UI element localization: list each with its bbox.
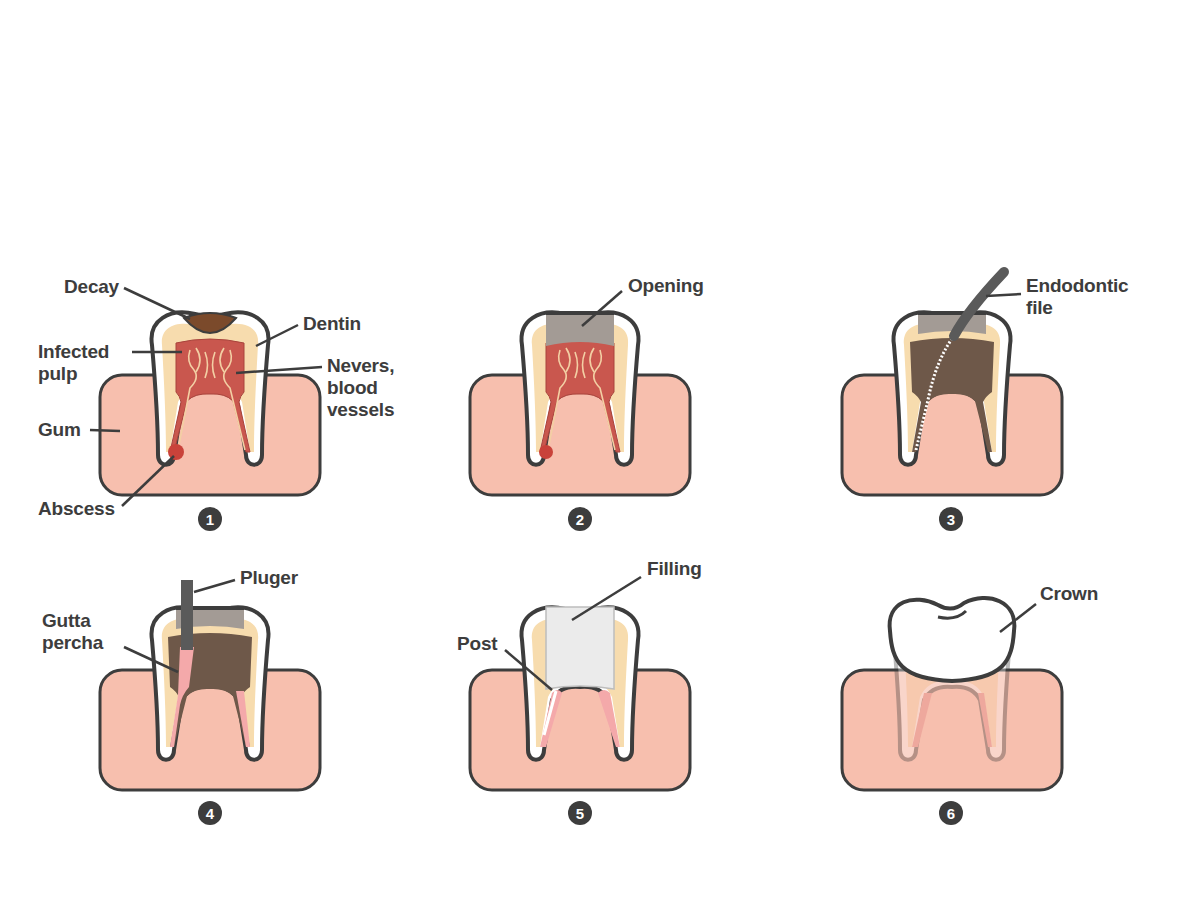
part-label: Decay <box>64 276 119 298</box>
gutta-percha <box>170 647 194 747</box>
pulp <box>540 339 620 452</box>
part-label: Pluger <box>240 567 298 589</box>
callout-number: 6 <box>939 801 963 825</box>
tooth <box>152 312 269 464</box>
dentin <box>162 324 258 452</box>
panel-gutta-percha <box>100 580 320 790</box>
post <box>544 691 556 735</box>
callout-number: 3 <box>939 507 963 531</box>
leader-lines <box>90 288 1036 690</box>
part-label: Infected pulp <box>38 341 128 385</box>
abscess <box>539 445 553 459</box>
part-label: Nevers, blood vessels <box>327 355 409 421</box>
part-label: Post <box>457 633 497 655</box>
panel-filling <box>470 607 690 790</box>
part-label: Endodontic file <box>1026 275 1146 319</box>
crown-cusp <box>938 611 966 618</box>
nerves <box>178 348 245 450</box>
part-label: Dentin <box>303 313 361 335</box>
part-label: Crown <box>1040 583 1098 605</box>
callout-number-text: 5 <box>576 806 584 821</box>
callout-number: 1 <box>198 507 222 531</box>
callout-number-text: 1 <box>206 512 214 527</box>
tooth-top <box>546 311 614 315</box>
gutta-percha <box>236 691 250 747</box>
opening <box>546 313 614 346</box>
part-label: Gutta percha <box>42 610 122 654</box>
panel-opening <box>470 312 690 495</box>
cleaned-pulp <box>910 338 994 452</box>
panel-infected-tooth <box>100 312 320 495</box>
crown <box>890 598 1015 681</box>
file-handle <box>954 272 1004 336</box>
part-label: Gum <box>38 419 81 441</box>
abscess <box>168 444 184 460</box>
plugger <box>181 580 193 650</box>
callout-number: 4 <box>198 801 222 825</box>
dentin <box>162 619 258 747</box>
decay <box>184 313 236 333</box>
part-label: Abscess <box>38 498 115 520</box>
part-label: Filling <box>647 558 702 580</box>
cleaned-pulp <box>168 633 252 747</box>
callout-number-text: 4 <box>206 806 214 821</box>
callout-number: 5 <box>568 801 592 825</box>
callout-number-text: 3 <box>947 512 955 527</box>
nerves <box>548 348 615 450</box>
callout-number-text: 2 <box>576 512 584 527</box>
tooth <box>522 607 639 759</box>
callout-number: 2 <box>568 507 592 531</box>
callout-number-text: 6 <box>947 806 955 821</box>
tooth <box>522 312 639 464</box>
infected-pulp <box>170 339 250 452</box>
file-shaft <box>916 336 954 450</box>
filling <box>546 607 614 689</box>
canal-filling <box>598 690 620 747</box>
dentin <box>904 324 1000 452</box>
panel-crown <box>842 598 1062 790</box>
part-label: Opening <box>628 275 704 297</box>
tooth <box>152 607 269 759</box>
canal-filling <box>540 690 562 747</box>
